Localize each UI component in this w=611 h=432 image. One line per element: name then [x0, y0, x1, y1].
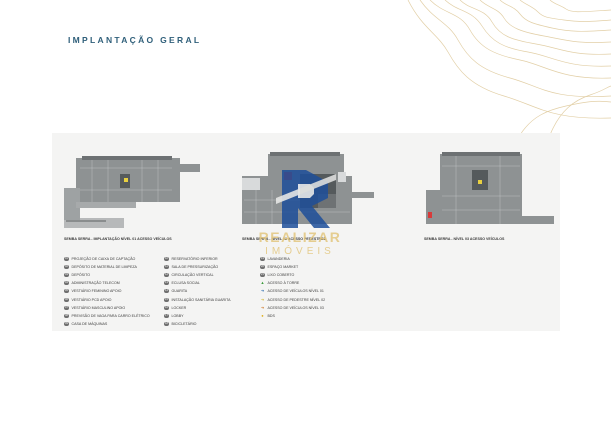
floor-plan-level-01 — [64, 156, 200, 228]
page-title: IMPLANTAÇÃO GERAL — [68, 35, 202, 45]
legend-item: ●BDS — [261, 312, 275, 318]
floor-plan-level-03 — [426, 152, 554, 224]
watermark-brand: REALIZAR — [258, 229, 342, 245]
bds-dot-icon: ● — [261, 312, 264, 318]
realizar-logo-watermark — [276, 170, 336, 228]
plan-caption-level-01: SEMBA SERRA - IMPLANTAÇÃO NÍVEL 01 ACESS… — [64, 237, 172, 241]
tower-access-icon: ▲ — [260, 280, 265, 286]
plan-caption-level-03: SEMBA SERRA - NÍVEL 03 ACESSO VEÍCULOS — [424, 237, 505, 241]
plan-caption-level-02: SEMBA SERRA - NÍVEL 02 ACESSO PEDESTRES — [242, 237, 326, 241]
topographic-lines-decoration — [407, 0, 611, 135]
vehicle-access-arrow-icon: ➜ — [260, 288, 265, 294]
pedestrian-access-arrow-icon: ➜ — [260, 296, 265, 302]
legend-item: ➜ACESSO DE VEÍCULOS NÍVEL 01 — [260, 288, 324, 294]
vehicle-access-arrow-icon: ➜ — [260, 304, 265, 310]
legend-item: ➜ACESSO DE VEÍCULOS NÍVEL 03 — [260, 304, 324, 310]
watermark-sub: IMÓVEIS — [265, 246, 335, 257]
legend-item: ▲ACESSO À TORRE — [260, 280, 300, 286]
legend-item: ➜ACESSO DE PEDESTRE NÍVEL 02 — [260, 296, 326, 302]
